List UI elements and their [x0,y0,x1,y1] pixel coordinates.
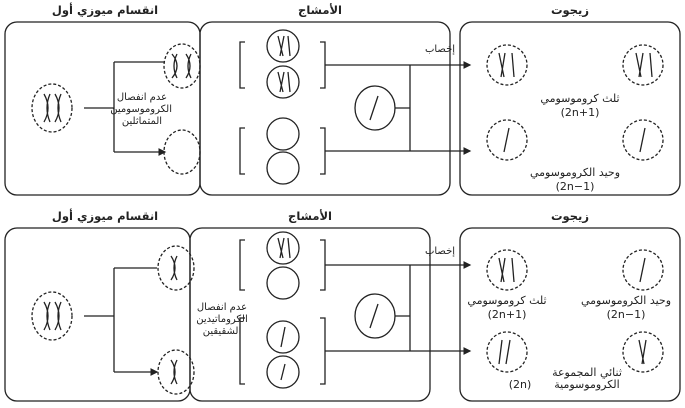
bottom-nondisjunction-label-1: عدم انفصال [190,302,254,314]
top-parent-cell [32,84,72,132]
top-cell-nondisjunct [164,44,200,88]
bottom-zygote-3 [487,332,527,372]
top-gamete-2 [267,66,299,98]
top-gamete-2-chromosomes [278,72,290,92]
bottom-zygote-1 [487,250,527,290]
top-monosomy-label: وحيد الكروموسومي [520,166,630,179]
top-zygote-1-chromosomes [499,53,514,77]
top-gamete-1-chromosomes [278,36,290,56]
bottom-diploid-formula: (2n) [500,378,540,391]
top-normal-gamete [355,86,395,130]
bottom-zygote-1-chromosomes [499,258,514,282]
top-zygote-heading: زيجوت [520,4,620,17]
bottom-gamete-1-chromosomes [278,238,290,258]
bottom-diploid-label-2: الكروموسومية [532,378,642,391]
bottom-normal-gamete-chromosome [370,304,378,328]
bottom-parent-cell [32,292,72,340]
bottom-nondisjunction-label-2: الكروماتيدين [190,314,254,326]
bottom-gamete-4-chromosomes [281,364,285,380]
top-gamete-1 [267,30,299,62]
top-normal-gamete-chromosome [370,96,378,120]
top-trisomy-formula: (2n+1) [535,106,625,119]
bottom-gamete-3-chromosomes [281,327,285,347]
bottom-trisomy-label: ثلث كروموسومي [462,294,552,307]
bottom-cell-lower [158,350,194,394]
bottom-trisomy-formula: (2n+1) [462,308,552,321]
bottom-cell-upper [158,246,194,290]
bottom-nondisjunction-label-3: الشقيقين [190,326,254,338]
bottom-bracket-2a [240,240,245,290]
bottom-cell-lower-chromosomes [171,360,177,384]
top-zygote-1 [487,45,527,85]
top-parent-chromosomes [44,94,61,122]
bottom-cell-upper-chromosomes [171,256,177,280]
bottom-bracket-1 [84,268,157,372]
bottom-parent-chromosomes [44,302,61,330]
bottom-meiosis-heading: انقسام ميوزي أول [30,210,180,223]
bottom-fertilization-label: إخصاب [420,246,460,258]
bottom-normal-gamete [355,294,395,338]
bottom-zygote-2-chromosomes [640,258,645,282]
top-gamete-3 [267,118,299,150]
top-fertilization-label: إخصاب [420,44,460,56]
bottom-bracket-2c [320,240,325,290]
top-bracket-2c [320,42,325,88]
top-zygote-3-chromosomes [504,128,509,152]
bottom-monosomy-formula: (2n−1) [572,308,680,321]
top-cell-empty [164,130,200,174]
bottom-zygote-heading: زيجوت [520,210,620,223]
bottom-gamete-1 [267,232,299,264]
top-gametes-heading: الأمشاج [260,4,380,17]
top-nondisjunction-label-2: الكروموسومين [112,104,172,116]
top-nondisjunction-label-3: المتماثلين [112,116,172,128]
bottom-zygote-3-chromosomes [499,340,510,364]
top-bracket-2d [320,128,325,174]
bottom-gamete-2 [267,267,299,299]
top-trisomy-label: ثلث كروموسومي [535,92,625,105]
bottom-zygote-4-chromosomes [639,340,646,364]
top-line-1 [325,65,410,151]
bottom-bracket-2d [320,318,325,384]
top-bracket-2b [240,128,245,174]
bottom-monosomy-label: وحيد الكروموسومي [572,294,680,307]
bottom-line-1 [325,265,410,351]
top-zygote-2 [623,45,663,85]
top-nondisjunction-label-1: عدم انفصال [112,92,172,104]
top-meiosis-heading: انقسام ميوزي أول [30,4,180,17]
top-monosomy-formula: (2n−1) [520,180,630,193]
top-zygote-2-chromosomes [636,53,652,77]
top-cell-nondisjunct-chromosomes [172,54,191,78]
top-gamete-4 [267,152,299,184]
top-zygote-4-chromosomes [640,128,645,152]
bottom-gametes-heading: الأمشاج [250,210,370,223]
top-bracket-2a [240,42,245,88]
